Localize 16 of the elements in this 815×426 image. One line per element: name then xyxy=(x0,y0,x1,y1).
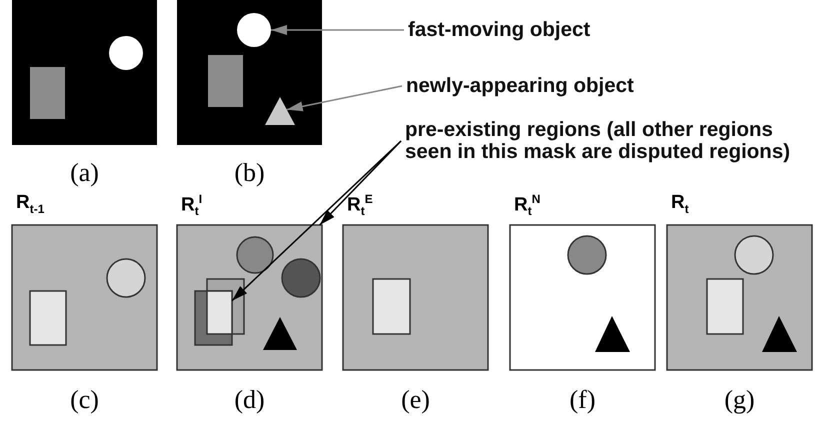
panel-caption: (f) xyxy=(568,387,596,413)
panel-caption: (d) xyxy=(233,387,266,413)
annotation-text: fast-moving object xyxy=(408,19,592,41)
leader-arrow xyxy=(319,140,402,226)
leader-arrow xyxy=(271,25,404,35)
annotation-text: newly-appearing object xyxy=(406,75,635,97)
panel-caption: (e) xyxy=(400,387,431,413)
panel-heading: R$_{t-1}$ xyxy=(16,193,44,215)
panel-heading: R$_{t}$ xyxy=(671,193,689,215)
panel-caption: (b) xyxy=(233,160,266,186)
annotation-text: pre-existing regions (all other regions seen in this mask are disputed regions) xyxy=(405,119,792,163)
leader-arrow xyxy=(286,85,402,112)
panel-caption: (c) xyxy=(69,387,100,413)
panel-caption: (a) xyxy=(69,160,100,186)
leader-arrow xyxy=(231,140,402,302)
panel-caption: (g) xyxy=(723,387,756,413)
